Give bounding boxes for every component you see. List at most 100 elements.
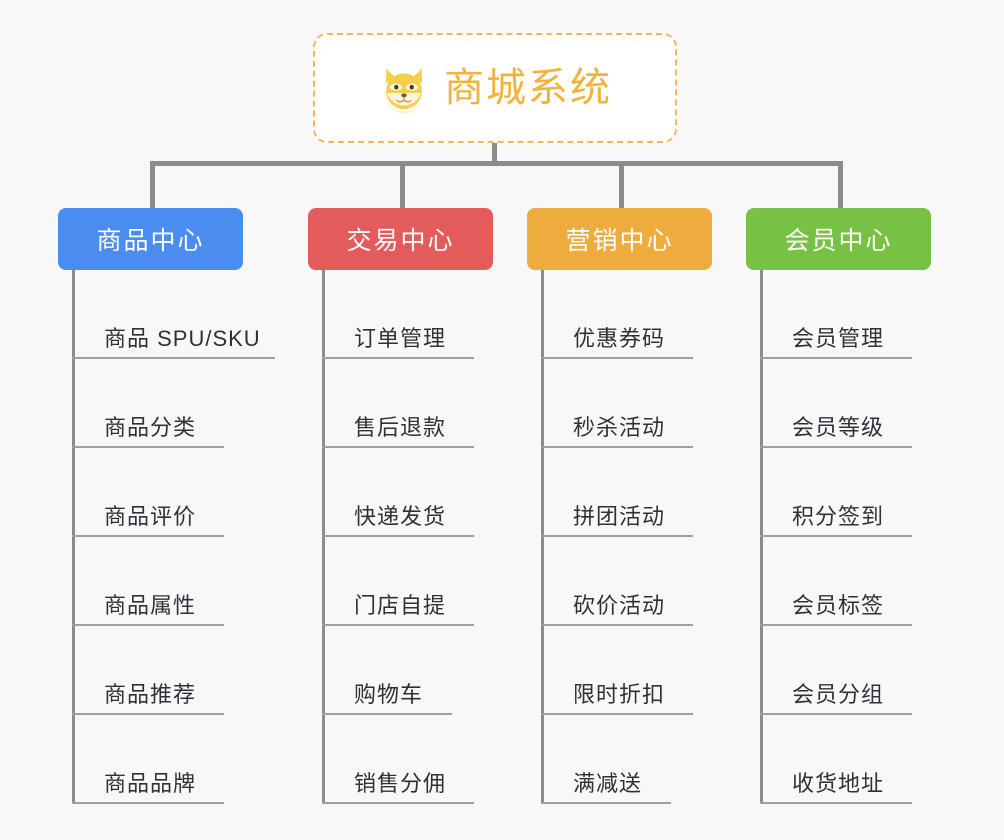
leaf-label: 积分签到 <box>792 504 885 529</box>
category-box-2[interactable]: 交易中心 <box>308 208 493 270</box>
leaf-underline <box>760 535 912 537</box>
leaf-label: 砍价活动 <box>573 593 666 618</box>
leaf-underline <box>541 624 693 626</box>
leaf-underline <box>541 535 693 537</box>
leaf-label: 购物车 <box>354 682 424 707</box>
leaf-item[interactable]: 商品品牌 <box>58 715 243 804</box>
leaf-label: 商品属性 <box>104 593 197 618</box>
leaf-underline <box>72 713 224 715</box>
leaf-item[interactable]: 优惠券码 <box>527 270 712 359</box>
leaf-item[interactable]: 会员标签 <box>746 537 931 626</box>
leaf-item[interactable]: 购物车 <box>308 626 493 715</box>
leaf-item[interactable]: 满减送 <box>527 715 712 804</box>
leaf-label: 会员分组 <box>792 682 885 707</box>
leaf-underline <box>72 535 224 537</box>
leaf-label: 会员标签 <box>792 593 885 618</box>
leaf-group-4: 会员管理会员等级积分签到会员标签会员分组收货地址 <box>746 270 931 804</box>
leaf-label: 商品分类 <box>104 415 197 440</box>
leaf-label: 拼团活动 <box>573 504 666 529</box>
leaf-label: 商品推荐 <box>104 682 197 707</box>
leaf-item[interactable]: 会员分组 <box>746 626 931 715</box>
branch-drop-connector-4 <box>838 161 843 209</box>
leaf-underline <box>322 624 474 626</box>
leaf-label: 商品品牌 <box>104 771 197 796</box>
leaf-item[interactable]: 销售分佣 <box>308 715 493 804</box>
leaf-label: 商品 SPU/SKU <box>104 326 261 351</box>
leaf-item[interactable]: 门店自提 <box>308 537 493 626</box>
leaf-label: 优惠券码 <box>573 326 666 351</box>
leaf-item[interactable]: 砍价活动 <box>527 537 712 626</box>
leaf-underline <box>541 802 671 804</box>
leaf-item[interactable]: 拼团活动 <box>527 448 712 537</box>
leaf-group-1: 商品 SPU/SKU 商品分类商品评价商品属性商品推荐商品品牌 <box>58 270 275 804</box>
leaf-label: 会员等级 <box>792 415 885 440</box>
category-label: 交易中心 <box>346 227 455 255</box>
leaf-item[interactable]: 收货地址 <box>746 715 931 804</box>
leaf-item[interactable]: 限时折扣 <box>527 626 712 715</box>
leaf-item[interactable]: 会员管理 <box>746 270 931 359</box>
leaf-spine <box>760 270 763 804</box>
leaf-underline <box>72 624 224 626</box>
leaf-underline <box>760 713 912 715</box>
leaf-item[interactable]: 会员等级 <box>746 359 931 448</box>
leaf-item[interactable]: 商品分类 <box>58 359 243 448</box>
leaf-spine <box>72 270 75 804</box>
branch-column-4: 会员中心会员管理会员等级积分签到会员标签会员分组收货地址 <box>746 208 931 804</box>
category-box-3[interactable]: 营销中心 <box>527 208 712 270</box>
leaf-underline <box>322 802 474 804</box>
leaf-underline <box>322 357 474 359</box>
leaf-underline <box>322 535 474 537</box>
leaf-underline <box>760 624 912 626</box>
leaf-underline <box>72 802 224 804</box>
leaf-label: 销售分佣 <box>354 771 447 796</box>
leaf-item[interactable]: 商品评价 <box>58 448 243 537</box>
leaf-underline <box>541 713 693 715</box>
root-node-shopping-mall-system[interactable]: 商城系统 <box>313 33 677 143</box>
leaf-label: 快递发货 <box>354 504 447 529</box>
leaf-underline <box>541 446 693 448</box>
leaf-underline <box>322 446 474 448</box>
branch-connector-bus <box>150 161 840 166</box>
leaf-item[interactable]: 商品推荐 <box>58 626 243 715</box>
branch-drop-connector-1 <box>150 161 155 209</box>
leaf-underline <box>541 357 693 359</box>
leaf-item[interactable]: 快递发货 <box>308 448 493 537</box>
leaf-label: 秒杀活动 <box>573 415 666 440</box>
root-title: 商城系统 <box>444 66 612 110</box>
branch-drop-connector-2 <box>400 161 405 209</box>
leaf-underline <box>760 446 912 448</box>
leaf-underline <box>322 713 452 715</box>
shiba-dog-icon <box>386 68 422 114</box>
category-box-1[interactable]: 商品中心 <box>58 208 243 270</box>
category-box-4[interactable]: 会员中心 <box>746 208 931 270</box>
branch-column-1: 商品中心商品 SPU/SKU 商品分类商品评价商品属性商品推荐商品品牌 <box>58 208 275 804</box>
leaf-label: 售后退款 <box>354 415 447 440</box>
leaf-item[interactable]: 商品属性 <box>58 537 243 626</box>
leaf-underline <box>760 802 912 804</box>
branch-column-2: 交易中心订单管理售后退款快递发货门店自提购物车销售分佣 <box>308 208 493 804</box>
leaf-label: 订单管理 <box>354 326 447 351</box>
leaf-item[interactable]: 积分签到 <box>746 448 931 537</box>
leaf-underline <box>72 446 224 448</box>
leaf-group-2: 订单管理售后退款快递发货门店自提购物车销售分佣 <box>308 270 493 804</box>
leaf-group-3: 优惠券码秒杀活动拼团活动砍价活动限时折扣满减送 <box>527 270 712 804</box>
leaf-spine <box>541 270 544 804</box>
branch-drop-connector-3 <box>619 161 624 209</box>
leaf-underline <box>760 357 912 359</box>
leaf-item[interactable]: 售后退款 <box>308 359 493 448</box>
leaf-label: 门店自提 <box>354 593 447 618</box>
leaf-underline <box>72 357 275 359</box>
branch-column-3: 营销中心优惠券码秒杀活动拼团活动砍价活动限时折扣满减送 <box>527 208 712 804</box>
category-label: 商品中心 <box>96 227 205 255</box>
leaf-item[interactable]: 订单管理 <box>308 270 493 359</box>
root-connector-stem <box>492 143 497 165</box>
leaf-label: 限时折扣 <box>573 682 666 707</box>
category-label: 会员中心 <box>784 227 893 255</box>
leaf-spine <box>322 270 325 804</box>
leaf-label: 会员管理 <box>792 326 885 351</box>
leaf-label: 商品评价 <box>104 504 197 529</box>
leaf-item[interactable]: 商品 SPU/SKU <box>58 270 275 359</box>
leaf-item[interactable]: 秒杀活动 <box>527 359 712 448</box>
leaf-label: 收货地址 <box>792 771 885 796</box>
